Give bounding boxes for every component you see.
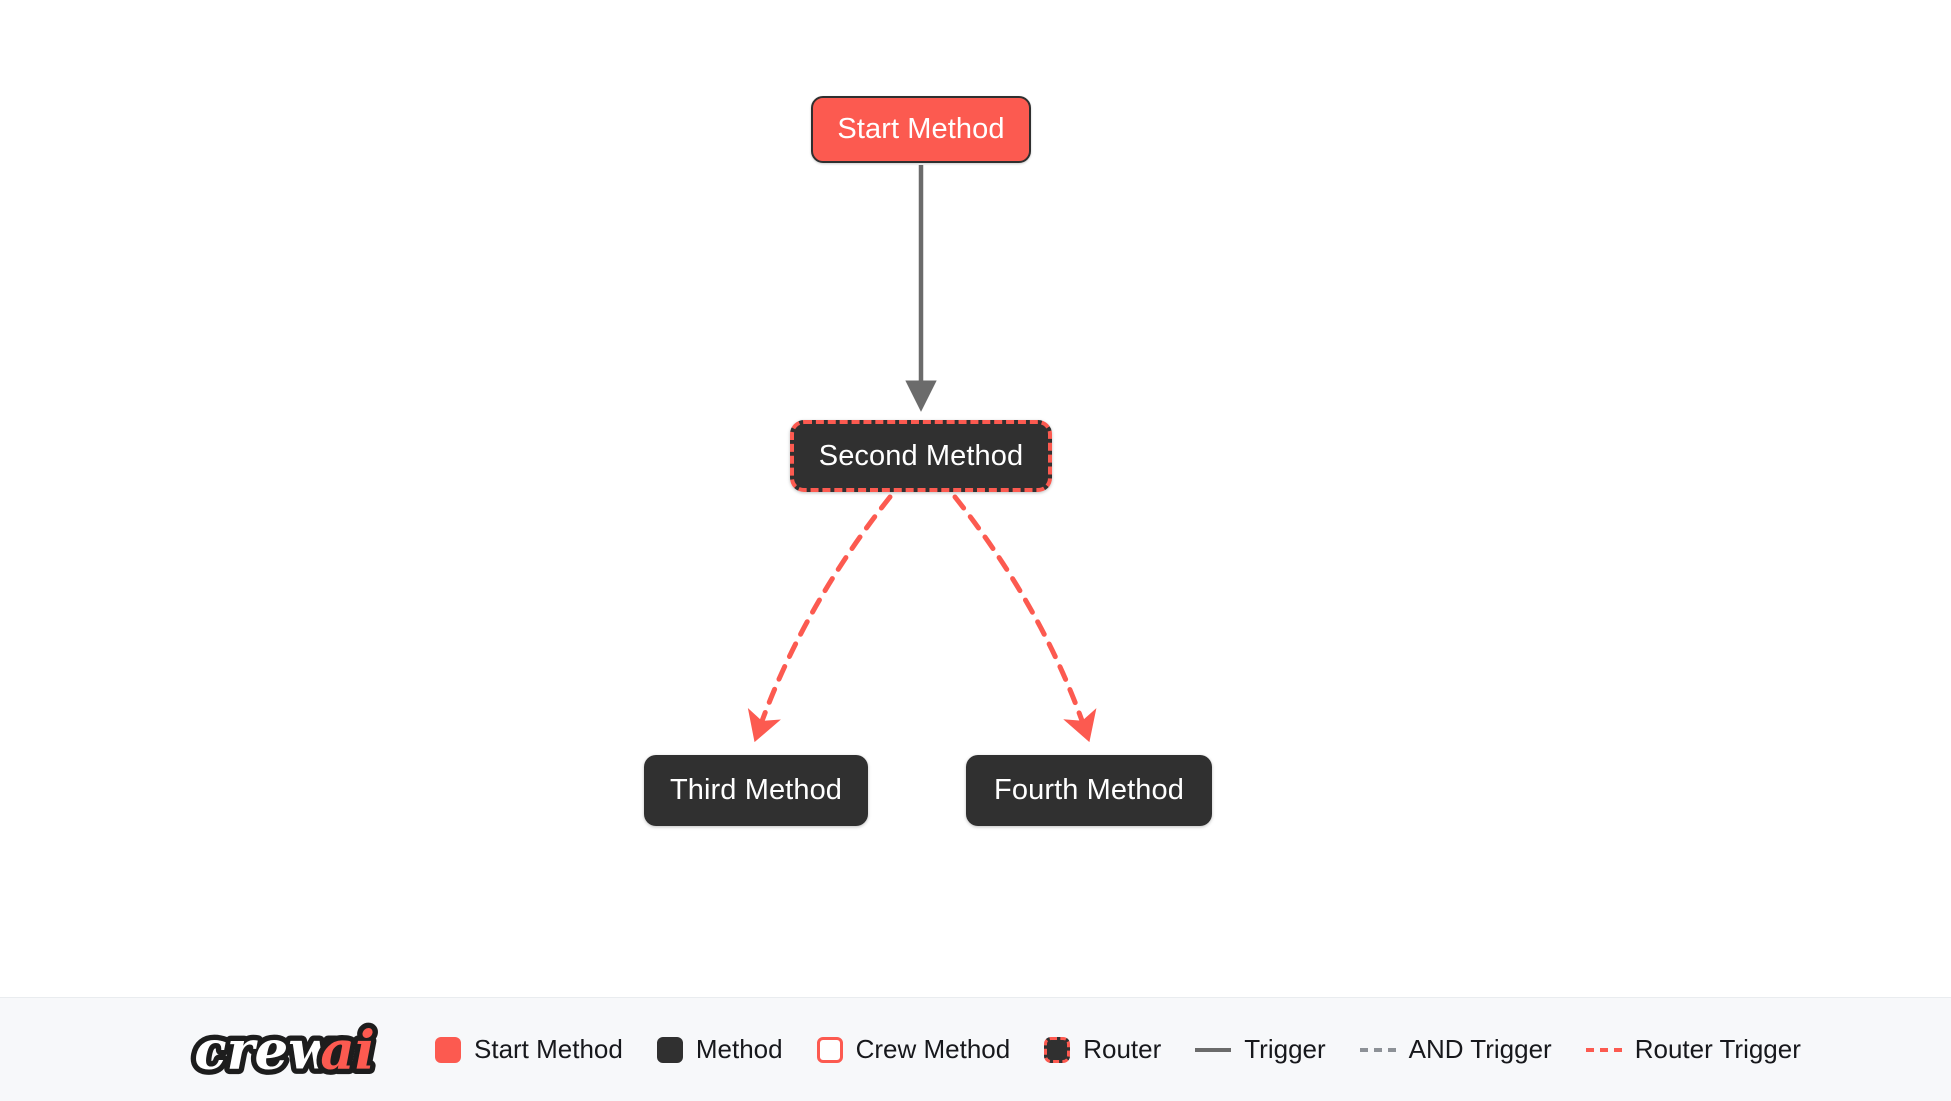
crew-method-swatch-icon xyxy=(816,1036,843,1063)
legend-label-router-trigger: Router Trigger xyxy=(1634,1034,1801,1064)
start-method-swatch-icon xyxy=(435,1036,461,1063)
logo-text-crew: crew xyxy=(194,1018,336,1081)
flow-canvas[interactable]: Start Method Second Method Third Method … xyxy=(0,0,1951,997)
node-second-method-router[interactable]: Second Method xyxy=(790,420,1052,492)
edge-second-to-third xyxy=(747,494,893,743)
legend-bar: crew crew ai ai Start Method Method Crew… xyxy=(0,997,1951,1101)
legend-item-router-trigger: Router Trigger xyxy=(1585,1034,1801,1065)
node-start-method-label: Start Method xyxy=(837,113,1005,145)
router-swatch-icon xyxy=(1044,1036,1071,1063)
legend-label-crew-method: Crew Method xyxy=(855,1034,1011,1064)
logo-accent-outline: ai xyxy=(320,1018,375,1081)
router-trigger-line-icon xyxy=(1585,1047,1622,1052)
node-third-method-label: Third Method xyxy=(669,774,843,806)
legend-label-method: Method xyxy=(695,1034,783,1064)
legend-label-trigger: Trigger xyxy=(1244,1034,1326,1064)
logo-outline: crew xyxy=(194,1018,336,1081)
method-swatch-icon xyxy=(656,1036,683,1063)
legend-item-trigger: Trigger xyxy=(1195,1034,1326,1065)
node-fourth-method[interactable]: Fourth Method xyxy=(966,755,1212,826)
node-fourth-method-label: Fourth Method xyxy=(994,774,1184,806)
legend-item-crew-method: Crew Method xyxy=(816,1034,1011,1065)
legend-item-method: Method xyxy=(656,1034,783,1065)
trigger-line-icon xyxy=(1195,1047,1232,1052)
edge-second-to-fourth xyxy=(952,494,1097,743)
crewai-logo: crew crew ai ai xyxy=(190,1014,405,1086)
legend-label-and-trigger: AND Trigger xyxy=(1408,1034,1552,1064)
legend-item-and-trigger: AND Trigger xyxy=(1359,1034,1552,1065)
node-second-method-label: Second Method xyxy=(818,439,1024,472)
and-trigger-line-icon xyxy=(1359,1047,1396,1052)
logo-text-ai: ai xyxy=(320,1018,375,1081)
legend-item-start-method: Start Method xyxy=(435,1034,623,1065)
node-start-method[interactable]: Start Method xyxy=(811,96,1031,163)
node-third-method[interactable]: Third Method xyxy=(644,755,868,826)
legend-item-router: Router xyxy=(1044,1034,1161,1065)
legend-label-router: Router xyxy=(1083,1034,1162,1064)
legend-label-start-method: Start Method xyxy=(474,1034,623,1064)
